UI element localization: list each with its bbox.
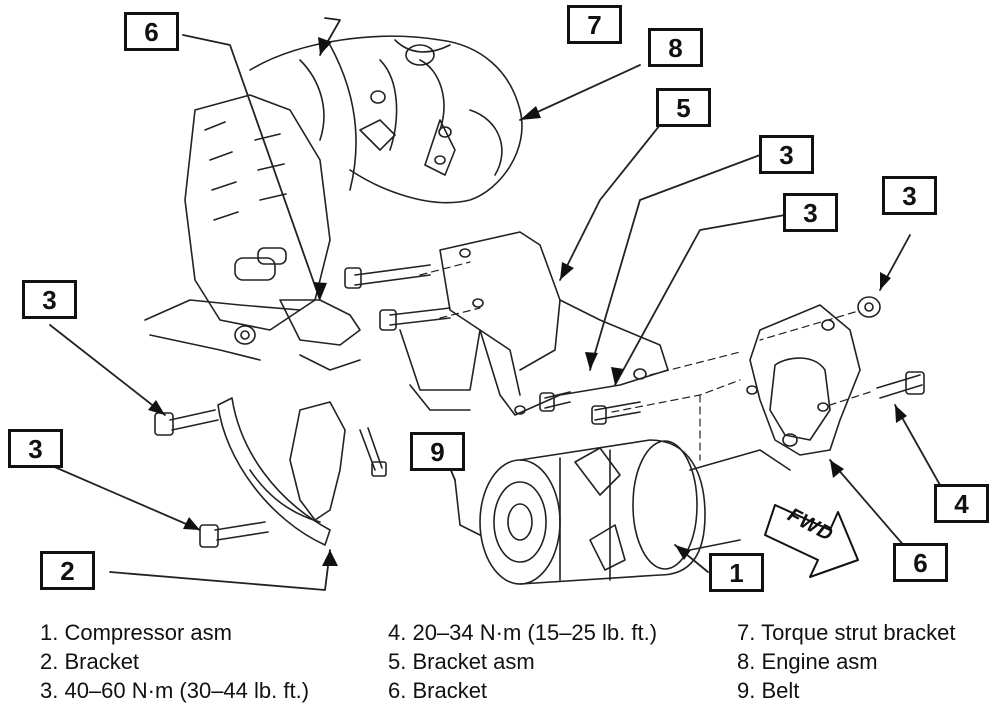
leader-lines <box>49 17 941 591</box>
legend-item-9: 9. Belt <box>737 678 800 703</box>
arrow-heads <box>148 37 907 566</box>
callout-3-right: 3 <box>882 176 937 215</box>
callout-3-mid-upper: 3 <box>759 135 814 174</box>
callout-8: 8 <box>648 28 703 67</box>
belt <box>454 479 481 536</box>
legend-column-3: 7. Torque strut bracket 8. Engine asm 9.… <box>737 618 956 705</box>
callout-1: 1 <box>709 553 764 592</box>
legend-item-7: 7. Torque strut bracket <box>737 620 956 645</box>
callout-3-left-upper: 3 <box>22 280 77 319</box>
callout-4: 4 <box>934 484 989 523</box>
lower-left-bolts <box>154 409 269 548</box>
legend-item-5: 5. Bracket asm <box>388 649 535 674</box>
right-bracket-plate <box>746 304 861 456</box>
compressor-assembly <box>479 439 791 585</box>
right-fasteners <box>857 296 925 399</box>
callout-6-top: 6 <box>124 12 179 51</box>
forward-direction-arrow <box>764 504 859 578</box>
bracket-assembly <box>399 231 669 416</box>
lower-left-bracket <box>217 397 387 546</box>
legend-column-2: 4. 20–34 N·m (15–25 lb. ft.) 5. Bracket … <box>388 618 657 705</box>
legend-item-4: 4. 20–34 N·m (15–25 lb. ft.) <box>388 620 658 645</box>
callout-6-bottom: 6 <box>893 543 948 582</box>
legend-item-3: 3. 40–60 N·m (30–44 lb. ft.) <box>40 678 310 703</box>
bracket-bolts <box>344 264 641 425</box>
engine-block-left <box>144 94 361 371</box>
legend-item-6: 6. Bracket <box>388 678 488 703</box>
callout-7: 7 <box>567 5 622 44</box>
alignment-lines <box>419 261 871 461</box>
legend-item-2: 2. Bracket <box>40 649 140 674</box>
legend-item-1: 1. Compressor asm <box>40 620 232 645</box>
callout-2: 2 <box>40 551 95 590</box>
callout-3-mid-lower: 3 <box>783 193 838 232</box>
callout-9: 9 <box>410 432 465 471</box>
legend-column-1: 1. Compressor asm 2. Bracket 3. 40–60 N·… <box>40 618 309 705</box>
callout-3-left-lower: 3 <box>8 429 63 468</box>
callout-5: 5 <box>656 88 711 127</box>
engine-assembly-sketch <box>249 35 523 204</box>
legend-item-8: 8. Engine asm <box>737 649 878 674</box>
